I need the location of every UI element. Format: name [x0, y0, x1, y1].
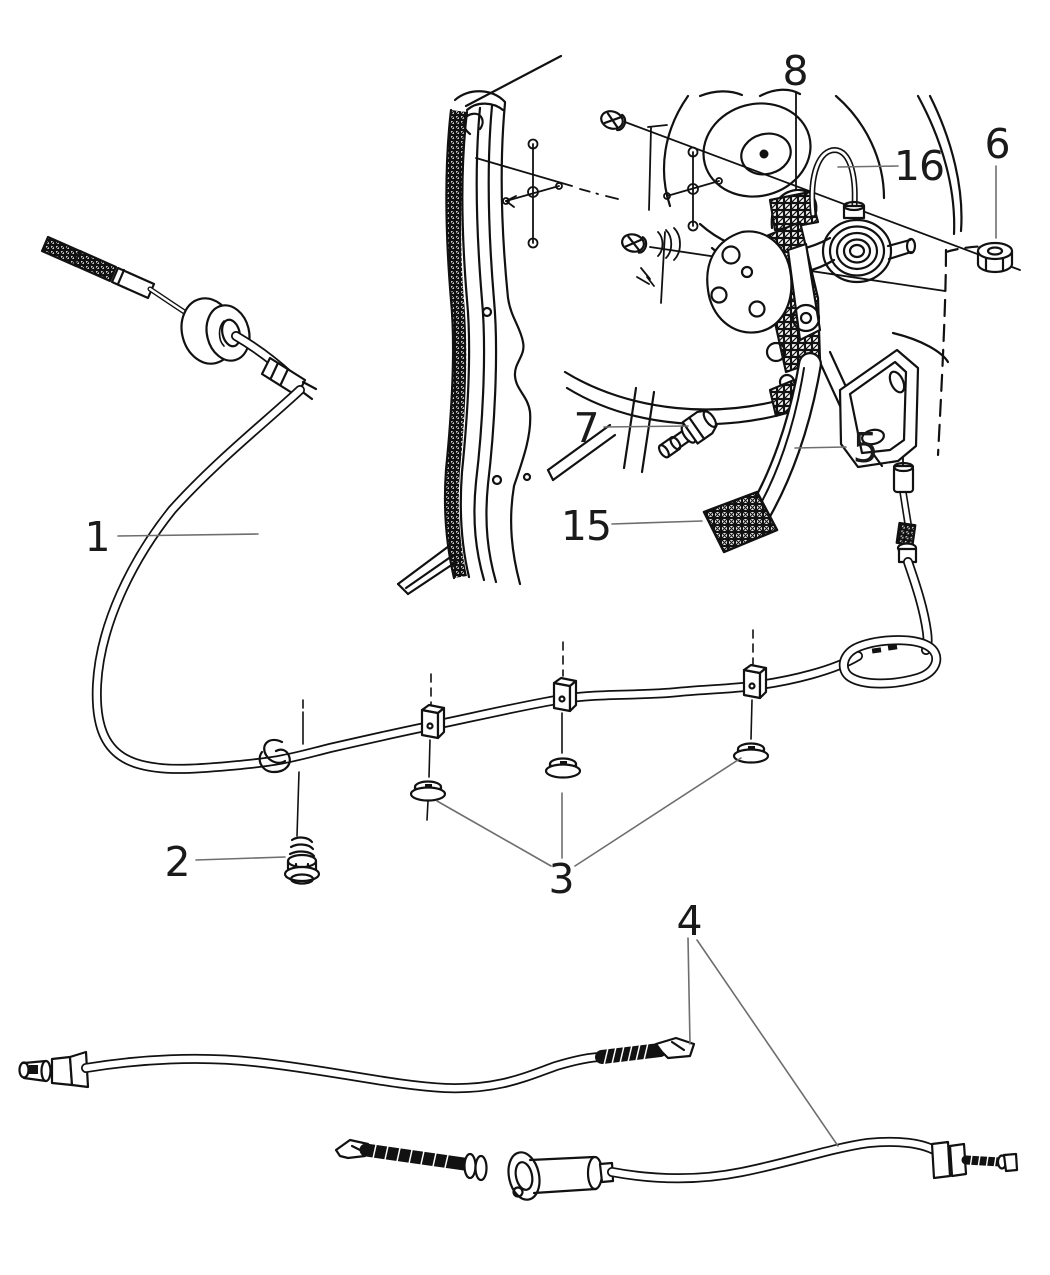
leader-5: [794, 446, 847, 449]
callout-15: 15: [561, 502, 611, 550]
cable-clip-2: [552, 641, 578, 754]
leader-7: [603, 425, 689, 428]
pedal-pad: [702, 490, 779, 554]
release-cable-loop: [809, 147, 866, 220]
dash-panel: [563, 88, 1004, 474]
main-cable-run: [91, 385, 863, 774]
clip-nut-3: [732, 742, 770, 764]
callout-leader-lines: [117, 165, 997, 1147]
cable-clip-1: [420, 673, 446, 778]
leader-3a: [436, 800, 552, 867]
callout-8: 8: [782, 47, 807, 95]
rear-cable-right: [334, 1136, 1019, 1201]
callout-1: 1: [84, 513, 109, 561]
rear-cable-left: [18, 1036, 696, 1094]
callout-5: 5: [852, 424, 877, 472]
dash-boundary-hidden-line: [936, 248, 948, 457]
callout-4: 4: [676, 897, 701, 945]
leader-15: [611, 520, 703, 525]
alignment-cross-marks: [502, 138, 723, 249]
park-brake-lever-assembly: [706, 147, 920, 469]
leader-3c: [574, 757, 742, 867]
leader-1: [117, 533, 259, 537]
body-panel: [396, 54, 617, 596]
hex-nut: [976, 241, 1014, 274]
cable-grommet: [180, 297, 251, 365]
lever-bracket: [838, 348, 920, 469]
clip-nut-1: [409, 780, 447, 821]
lever-mount-plate: [706, 230, 793, 334]
leader-16: [837, 165, 899, 168]
cable-mounting-bolt: [283, 836, 321, 885]
callout-16: 16: [894, 142, 944, 190]
clip-nut-2: [544, 757, 582, 779]
callout-6: 6: [984, 120, 1009, 168]
pivot-bolt: [657, 409, 718, 459]
stud-bolt-lower: [621, 227, 681, 287]
callout-3: 3: [548, 855, 573, 903]
cable-clip-3: [742, 629, 768, 740]
leader-4a: [687, 937, 691, 1045]
cable-equalizer-loop: [838, 635, 942, 689]
cable-hook-clip: [258, 699, 304, 837]
speaker-center-dot: [759, 149, 769, 159]
callout-7: 7: [573, 404, 598, 452]
stud-bolt-upper: [600, 110, 627, 132]
front-park-brake-cable: [40, 235, 318, 401]
leader-2: [195, 856, 286, 861]
leader-4b: [696, 939, 839, 1147]
callout-2: 2: [164, 838, 189, 886]
panel-hook-detail: [462, 112, 484, 136]
return-spring-coil: [821, 218, 917, 284]
